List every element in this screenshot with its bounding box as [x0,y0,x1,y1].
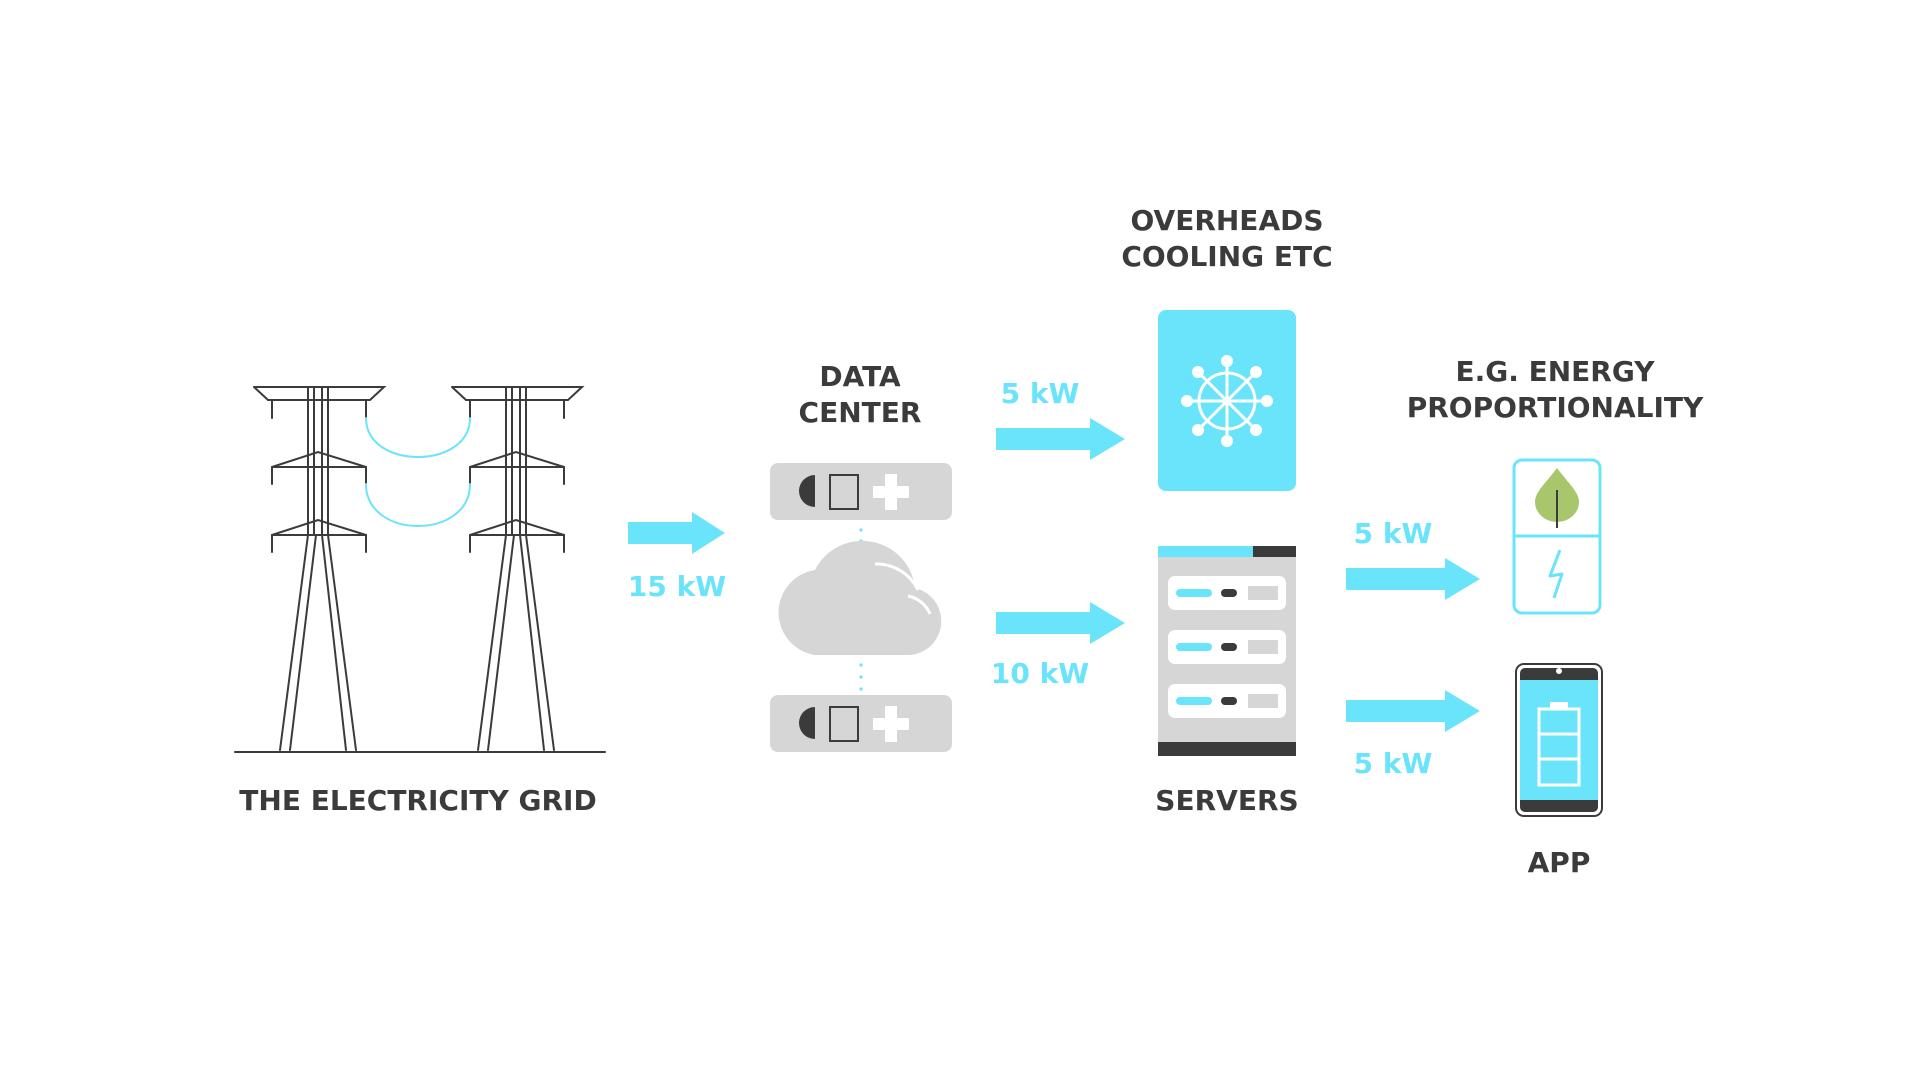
leaf-lightning-icon [1512,458,1602,615]
datacenter-label-line2: CENTER [799,396,922,429]
cloud-server-icon [770,463,952,752]
datacenter-label-line1: DATA [819,360,901,393]
cooling-fan-icon [1158,310,1296,491]
flow-label-grid-to-datacenter: 15 kW [628,570,726,603]
energy-label-line1: E.G. ENERGY [1455,355,1655,388]
arrow-grid-to-datacenter [628,512,725,554]
arrow-servers-to-energy [1346,558,1480,600]
flow-label-servers-to-app: 5 kW [1354,747,1433,780]
grid-label: THE ELECTRICITY GRID [239,784,596,817]
arrow-servers-to-app [1346,690,1480,732]
arrow-datacenter-to-servers [996,602,1125,644]
arrow-datacenter-to-overheads [996,418,1125,460]
servers-label: SERVERS [1155,784,1298,817]
energy-label-line2: PROPORTIONALITY [1407,391,1704,424]
flow-label-servers-to-energy: 5 kW [1354,517,1433,550]
overheads-label-line1: OVERHEADS [1130,204,1323,237]
smartphone-battery-icon [1515,663,1603,817]
server-rack-icon [1158,546,1296,756]
app-label: APP [1528,846,1591,879]
overheads-label-line2: COOLING ETC [1121,240,1332,273]
flow-label-datacenter-to-servers: 10 kW [991,657,1089,690]
power-pylon-icon [234,386,606,753]
flow-label-datacenter-to-overheads: 5 kW [1001,377,1080,410]
